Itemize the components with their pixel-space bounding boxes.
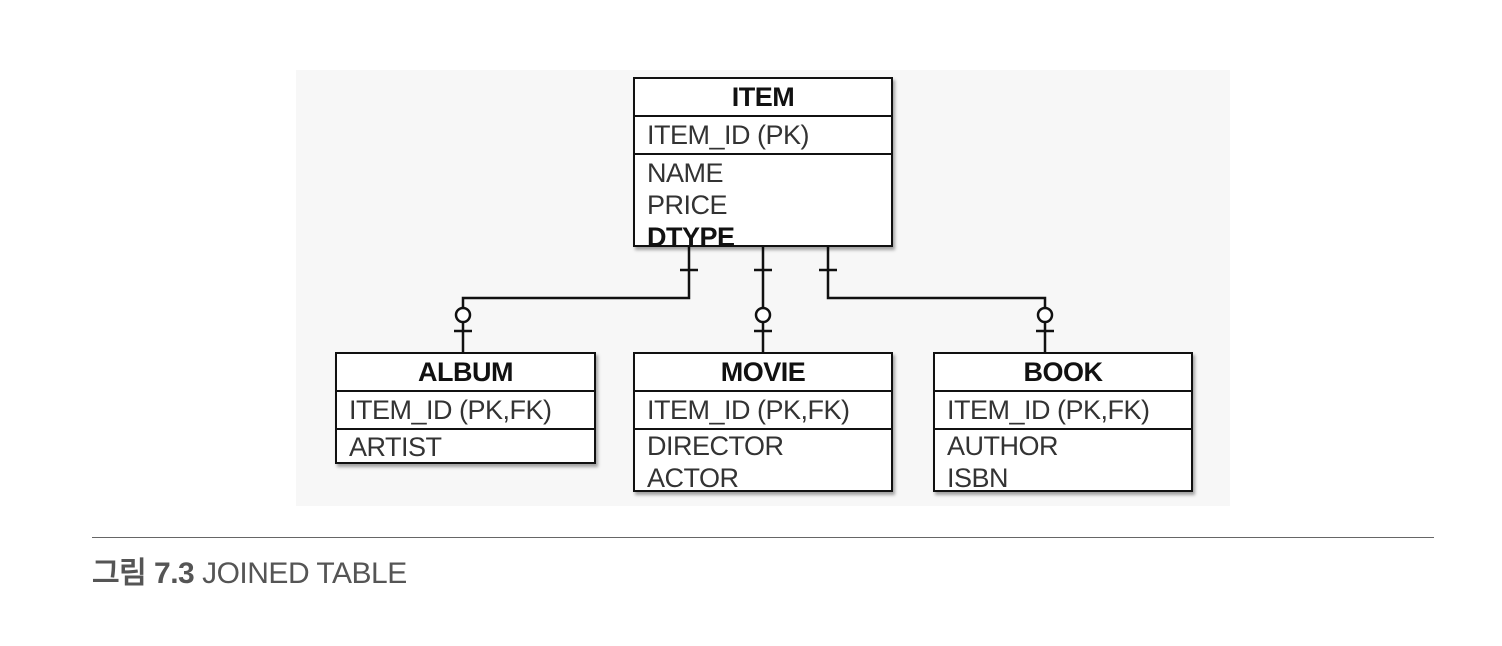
- entity-item-attr-price: PRICE: [647, 190, 728, 220]
- entity-album-name: ALBUM: [337, 354, 594, 392]
- relationship-item-album: [454, 247, 698, 352]
- caption-divider: [92, 537, 1434, 538]
- entity-album: ALBUM ITEM_ID (PK,FK) ARTIST: [335, 352, 596, 464]
- entity-album-attr-artist: ARTIST: [349, 432, 442, 462]
- figure-caption-text: JOINED TABLE: [202, 557, 407, 590]
- entity-item-name: ITEM: [635, 79, 891, 117]
- entity-movie-attributes: DIRECTOR ACTOR: [635, 430, 891, 494]
- entity-book-attr-isbn: ISBN: [947, 463, 1009, 493]
- relationship-item-book: [819, 247, 1054, 352]
- entity-item-attributes: NAME PRICE DTYPE: [635, 155, 891, 253]
- entity-movie-attr-director: DIRECTOR: [647, 431, 784, 461]
- figure-caption: 그림 7.3 JOINED TABLE: [92, 548, 407, 592]
- entity-movie: MOVIE ITEM_ID (PK,FK) DIRECTOR ACTOR: [633, 352, 893, 494]
- entity-item-pk: ITEM_ID (PK): [635, 117, 891, 155]
- entity-book-pk: ITEM_ID (PK,FK): [935, 392, 1191, 430]
- entity-item-attr-name: NAME: [647, 158, 724, 188]
- entity-item-attr-dtype: DTYPE: [647, 222, 735, 252]
- relationship-item-movie: [754, 247, 772, 352]
- entity-book-attributes: AUTHOR ISBN: [935, 430, 1191, 494]
- entity-movie-pk: ITEM_ID (PK,FK): [635, 392, 891, 430]
- entity-movie-name: MOVIE: [635, 354, 891, 392]
- entity-book-attr-author: AUTHOR: [947, 431, 1059, 461]
- entity-album-attributes: ARTIST: [337, 430, 594, 463]
- figure-caption-label: 그림 7.3: [92, 557, 195, 590]
- entity-movie-attr-actor: ACTOR: [647, 463, 739, 493]
- entity-album-pk: ITEM_ID (PK,FK): [337, 392, 594, 430]
- entity-item: ITEM ITEM_ID (PK) NAME PRICE DTYPE: [633, 77, 893, 252]
- entity-book: BOOK ITEM_ID (PK,FK) AUTHOR ISBN: [933, 352, 1193, 494]
- entity-book-name: BOOK: [935, 354, 1191, 392]
